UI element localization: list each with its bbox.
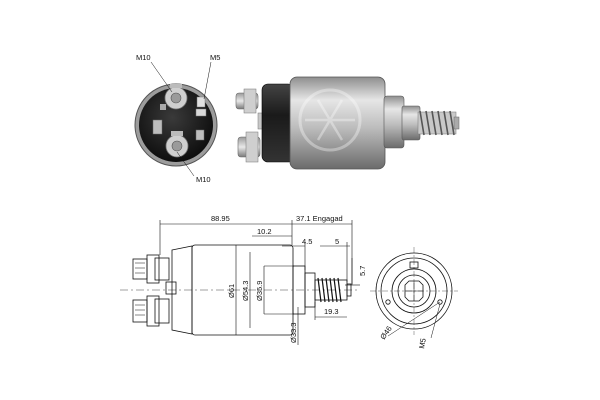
watermark-logo: [298, 88, 362, 152]
label-m10-bottom: M10: [196, 175, 211, 184]
cap-photo: [261, 83, 295, 163]
spring-photo: [417, 110, 460, 136]
dim-54-3: Ø54.3: [241, 281, 250, 301]
bracket-right-photo: [195, 129, 205, 141]
label-m5-front: M5: [417, 338, 428, 350]
dim-4-5: 4.5: [302, 237, 312, 246]
dim-10-2: 10.2: [257, 227, 272, 236]
drawing-cap: [171, 245, 193, 335]
terminal-top-photo: [164, 84, 188, 110]
dim-33-3: Ø33.3: [289, 323, 298, 343]
photo-side-view: [235, 76, 460, 170]
drawing-dimensions: [159, 220, 360, 345]
dim-19-3: 19.3: [324, 307, 339, 316]
dim-5: 5: [335, 237, 339, 246]
drawing-terminals: [132, 254, 177, 327]
dim-46: Ø46: [378, 324, 394, 341]
collar-photo: [383, 95, 405, 149]
photo-leaders: [150, 61, 212, 177]
label-m5: M5: [210, 53, 220, 62]
dim-88-95: 88.95: [211, 214, 230, 223]
dim-5-7: 5.7: [358, 266, 367, 276]
terminal-bottom-photo: [165, 131, 189, 158]
dim-61: Ø61: [227, 284, 236, 298]
label-m10-top: M10: [136, 53, 151, 62]
dim-37-1: 37.1 Engagad: [296, 214, 343, 223]
bracket-left-photo: [152, 119, 163, 135]
drawing-front-view: [370, 247, 458, 339]
terminal-small-photo: [195, 96, 207, 117]
screw-photo: [160, 104, 166, 110]
dim-35-9: Ø35.9: [255, 281, 264, 301]
drawing-side-view: [120, 244, 360, 336]
mount-hole-left: [385, 299, 391, 305]
photo-end-view: [134, 83, 218, 167]
